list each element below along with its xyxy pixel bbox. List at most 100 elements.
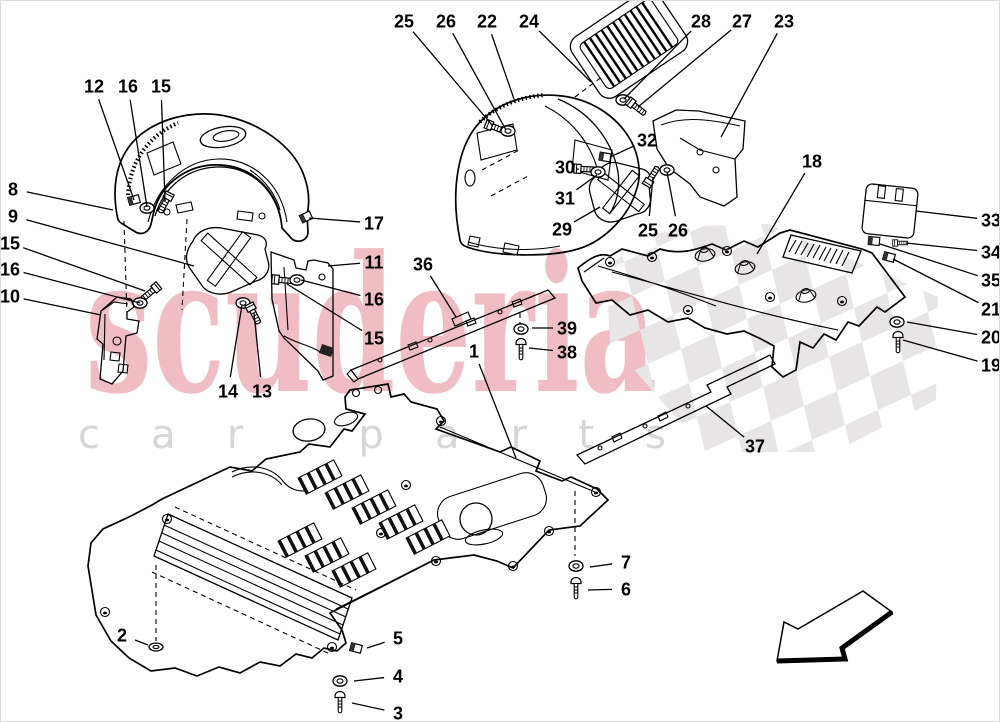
leader-line xyxy=(666,171,677,217)
callout-label: 39 xyxy=(557,319,577,339)
callout-label: 13 xyxy=(252,382,272,402)
washer-icon xyxy=(139,202,155,214)
clip-icon xyxy=(298,210,314,224)
rear-undertray-panel xyxy=(577,229,907,379)
rear-quarter-panel xyxy=(652,109,746,207)
leader-line xyxy=(351,702,385,711)
leader-line xyxy=(366,641,385,649)
leader-line xyxy=(637,29,732,108)
callout-label: 31 xyxy=(555,189,575,209)
callout-label: 15 xyxy=(364,329,384,349)
callout-label: 28 xyxy=(691,12,711,32)
washer-icon xyxy=(659,164,675,176)
callout-label: 32 xyxy=(637,131,657,151)
grommet-icon xyxy=(590,486,602,498)
bolt-icon xyxy=(140,280,163,302)
callout-label: 7 xyxy=(621,553,631,573)
leader-line xyxy=(327,262,361,267)
callout-label: 33 xyxy=(981,211,1000,231)
callout-label: 26 xyxy=(436,12,456,32)
leader-line xyxy=(705,405,745,438)
grommet-icon xyxy=(400,479,412,491)
alignment-dash-line xyxy=(123,220,128,317)
callout-label: 16 xyxy=(118,77,138,97)
leader-line xyxy=(134,639,149,646)
grommet-icon xyxy=(721,245,733,257)
alignment-dash-line xyxy=(174,506,357,591)
access-flap xyxy=(861,183,919,239)
callout-label: 17 xyxy=(364,214,384,234)
rib-block xyxy=(277,522,323,558)
callout-label: 23 xyxy=(774,12,794,32)
washer-icon xyxy=(590,166,606,178)
callout-label: 16 xyxy=(0,260,20,280)
grommet-icon xyxy=(99,606,111,618)
leader-line xyxy=(129,99,148,208)
callout-label: 35 xyxy=(981,271,1000,291)
callout-label: 1 xyxy=(469,342,479,362)
side-bracket xyxy=(96,296,140,385)
rib-block xyxy=(297,459,343,495)
watermark-tagline: car parts xyxy=(78,412,666,458)
alignment-dash-line xyxy=(574,75,604,98)
leader-line xyxy=(892,258,979,304)
leader-line xyxy=(22,247,146,292)
boss-icon xyxy=(734,260,756,275)
leader-line xyxy=(589,563,613,568)
flat-strip-panel-rear xyxy=(575,354,776,465)
clip-icon xyxy=(867,235,881,247)
callout-label: 18 xyxy=(802,152,822,172)
leader-line xyxy=(429,275,457,318)
washer-icon xyxy=(500,125,516,137)
washer-icon xyxy=(513,323,529,335)
front-undertray-panel xyxy=(87,383,610,677)
grommet-icon xyxy=(604,256,616,268)
leader-line xyxy=(98,98,135,201)
leader-line xyxy=(879,243,978,277)
louver-vent xyxy=(569,0,689,99)
leader-line xyxy=(573,206,601,223)
leader-line xyxy=(623,30,692,100)
grommet-icon xyxy=(430,555,442,567)
leader-line xyxy=(756,172,806,255)
callout-label: 15 xyxy=(0,234,20,254)
grommet-icon xyxy=(682,304,694,316)
callout-label: 6 xyxy=(621,580,631,600)
callout-label: 16 xyxy=(364,290,384,310)
leader-line xyxy=(906,321,978,336)
callout-label: 9 xyxy=(8,207,18,227)
callout-label: 4 xyxy=(393,667,403,687)
boss-icon xyxy=(795,288,817,303)
bolt-icon xyxy=(244,301,262,325)
callout-label: 8 xyxy=(8,180,18,200)
callout-label: 11 xyxy=(364,253,383,273)
callout-label: 37 xyxy=(745,437,765,457)
callout-label: 25 xyxy=(394,12,414,32)
leader-line xyxy=(609,145,635,158)
grommet-icon xyxy=(543,525,555,537)
leader-line xyxy=(478,363,517,459)
grommet-icon xyxy=(507,560,519,572)
clip-icon xyxy=(348,641,364,655)
grommet-icon xyxy=(646,251,658,263)
leader-line xyxy=(353,676,385,682)
callout-label: 15 xyxy=(151,77,171,97)
flat-strip-panel xyxy=(346,289,557,383)
front-wheelhouse-liner xyxy=(114,113,310,242)
washer-icon xyxy=(148,642,164,652)
callout-label: 24 xyxy=(519,12,539,32)
leader-line xyxy=(648,176,654,217)
screw-icon xyxy=(334,690,346,714)
callout-label: 27 xyxy=(732,12,752,32)
alignment-dash-line xyxy=(481,148,522,171)
leader-line xyxy=(308,217,361,223)
callout-label: 34 xyxy=(981,243,1000,263)
leader-line xyxy=(412,31,493,126)
direction-arrow xyxy=(776,590,894,664)
leader-line xyxy=(720,32,778,138)
callout-label: 5 xyxy=(393,629,403,649)
cross-brace-panel xyxy=(185,226,270,295)
callout-label: 21 xyxy=(981,300,1000,320)
callout-label: 22 xyxy=(477,12,497,32)
watermark: scuderia car parts xyxy=(78,215,938,458)
